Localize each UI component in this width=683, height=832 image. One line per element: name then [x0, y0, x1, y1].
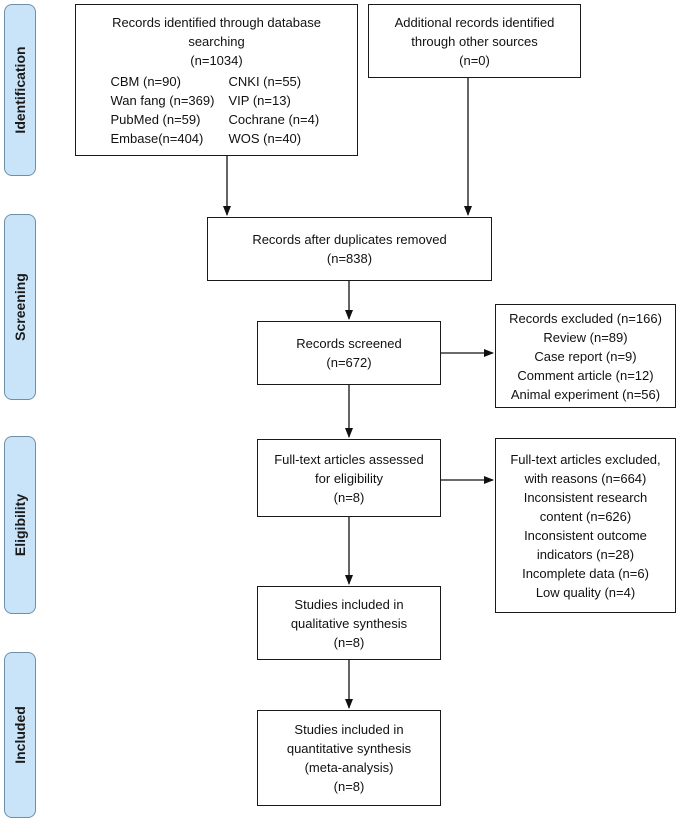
other-sources-box: Additional records identified through ot…: [368, 4, 581, 78]
db-search-title-2: searching: [188, 33, 245, 49]
quantitative-title-3: (meta-analysis): [304, 760, 394, 775]
excluded-line: Records excluded (n=166): [509, 310, 662, 326]
full-text-count: (n=8): [333, 489, 365, 505]
qualitative-count: (n=8): [333, 634, 365, 650]
other-sources-title-1: Additional records identified: [394, 14, 555, 30]
ft-excluded-line: indicators (n=28): [536, 546, 635, 562]
db-search-count: (n=1034): [190, 52, 243, 68]
db-source-item: VIP (n=13): [228, 92, 291, 108]
db-search-title-1: Records identified through database: [112, 14, 321, 30]
quantitative-title-1: Studies included in: [294, 722, 404, 737]
ft-excluded-line: Inconsistent research: [523, 489, 648, 505]
other-sources-title-2: through other sources: [411, 33, 538, 49]
full-text-excluded-box: Full-text articles excluded, with reason…: [495, 438, 676, 613]
quantitative-title-2: quantitative synthesis: [286, 741, 412, 756]
ft-excluded-line: Full-text articles excluded,: [510, 451, 661, 467]
db-source-item: PubMed (n=59): [110, 111, 201, 127]
qualitative-title-1: Studies included in: [294, 596, 404, 612]
records-screened-count: (n=672): [326, 355, 372, 370]
db-source-item: Embase(n=404): [110, 130, 204, 146]
ft-excluded-line: content (n=626): [539, 508, 632, 524]
database-search-box: Records identified through database sear…: [75, 4, 358, 156]
db-source-item: CNKI (n=55): [228, 73, 302, 89]
excluded-line: Case report (n=9): [534, 348, 637, 364]
db-source-item: WOS (n=40): [228, 130, 302, 146]
db-source-item: Cochrane (n=4): [228, 111, 320, 127]
db-source-list: CBM (n=90) CNKI (n=55) Wan fang (n=369) …: [111, 72, 323, 148]
after-duplicates-title: Records after duplicates removed: [252, 232, 447, 247]
full-text-title-1: Full-text articles assessed: [274, 451, 424, 467]
db-source-item: CBM (n=90): [110, 73, 181, 89]
phase-eligibility: Eligibility: [4, 436, 36, 614]
quantitative-synthesis-box: Studies included in quantitative synthes…: [257, 710, 441, 806]
records-excluded-box: Records excluded (n=166) Review (n=89) C…: [495, 304, 676, 408]
after-duplicates-box: Records after duplicates removed (n=838): [207, 217, 492, 281]
excluded-line: Comment article (n=12): [517, 367, 654, 383]
excluded-line: Animal experiment (n=56): [510, 386, 661, 402]
records-screened-box: Records screened (n=672): [257, 321, 441, 385]
qualitative-synthesis-box: Studies included in qualitative synthesi…: [257, 586, 441, 660]
phase-screening: Screening: [4, 214, 36, 400]
ft-excluded-line: Low quality (n=4): [535, 584, 636, 600]
excluded-line: Review (n=89): [543, 329, 628, 345]
ft-excluded-line: Inconsistent outcome: [524, 527, 647, 543]
records-screened-title: Records screened: [296, 336, 402, 351]
full-text-title-2: for eligibility: [315, 470, 383, 486]
phase-included: Included: [4, 652, 36, 818]
other-sources-count: (n=0): [459, 52, 490, 68]
qualitative-title-2: qualitative synthesis: [290, 615, 408, 631]
after-duplicates-count: (n=838): [326, 251, 373, 266]
ft-excluded-line: with reasons (n=664): [524, 470, 647, 486]
full-text-assessed-box: Full-text articles assessed for eligibil…: [257, 439, 441, 517]
quantitative-count: (n=8): [333, 779, 365, 794]
db-source-item: Wan fang (n=369): [110, 92, 215, 108]
ft-excluded-line: Incomplete data (n=6): [522, 565, 649, 581]
phase-identification: Identification: [4, 4, 36, 176]
